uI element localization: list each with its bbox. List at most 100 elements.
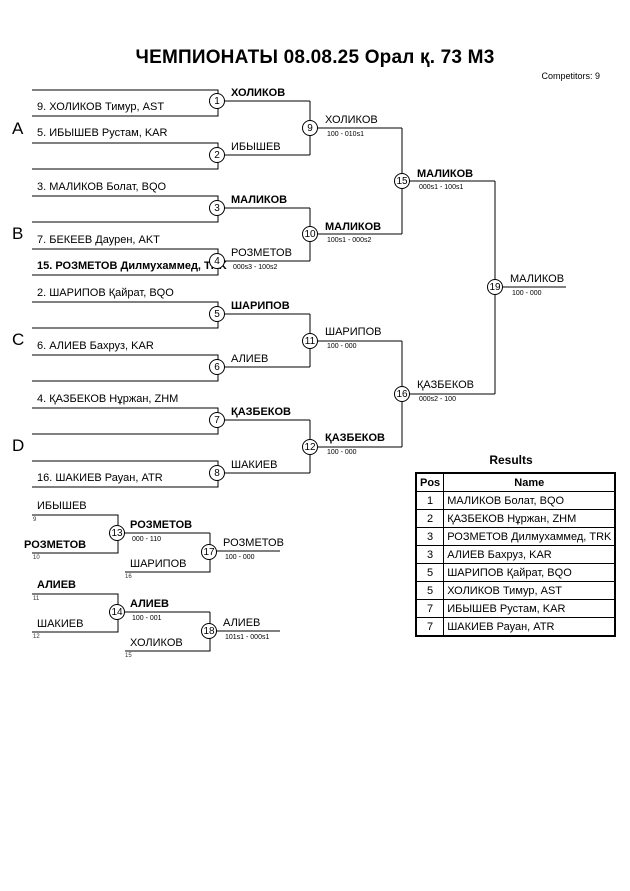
winner-match-2: ИБЫШЕВ — [231, 141, 281, 153]
entrant-sharipov: 2. ШАРИПОВ Қайрат, BQO — [37, 287, 174, 299]
result-name: РОЗМЕТОВ Дилмухаммед, TRK — [443, 527, 616, 546]
score-match-11: 100 - 000 — [327, 343, 357, 350]
repechage-b-third: ХОЛИКОВ — [130, 637, 183, 649]
winner-match-10: МАЛИКОВ — [325, 221, 382, 233]
result-name: МАЛИКОВ Болат, BQO — [443, 491, 616, 510]
match-number-8: 8 — [209, 465, 225, 481]
match-number-13: 13 — [109, 525, 125, 541]
pool-label-b: B — [12, 224, 24, 243]
winner-match-5: ШАРИПОВ — [231, 300, 290, 312]
match-number-16: 16 — [394, 386, 410, 402]
match-number-9: 9 — [302, 120, 318, 136]
winner-match-17: РОЗМЕТОВ — [223, 537, 284, 549]
match-number-17: 17 — [201, 544, 217, 560]
result-name: ХОЛИКОВ Тимур, AST — [443, 581, 616, 600]
winner-match-14: АЛИЕВ — [130, 598, 169, 610]
repechage-b-bottom: ШАКИЕВ — [37, 618, 84, 630]
result-pos: 7 — [415, 617, 445, 637]
match-number-6: 6 — [209, 359, 225, 375]
repechage-a-top-seed: 9 — [33, 517, 37, 523]
result-name: АЛИЕВ Бахруз, KAR — [443, 545, 616, 564]
winner-match-4: РОЗМЕТОВ — [231, 247, 292, 259]
score-match-14: 100 - 001 — [132, 615, 162, 622]
match-number-5: 5 — [209, 306, 225, 322]
result-pos: 5 — [415, 581, 445, 600]
winner-match-3: МАЛИКОВ — [231, 194, 288, 206]
winner-match-8: ШАКИЕВ — [231, 459, 278, 471]
result-pos: 3 — [415, 527, 445, 546]
score-match-13: 000 - 110 — [132, 536, 162, 543]
entrant-ibyshev: 5. ИБЫШЕВ Рустам, KAR — [37, 127, 168, 139]
pool-label-d: D — [12, 436, 25, 455]
winner-match-9: ХОЛИКОВ — [325, 114, 378, 126]
match-number-4: 4 — [209, 253, 225, 269]
match-number-2: 2 — [209, 147, 225, 163]
result-pos: 3 — [415, 545, 445, 564]
entrant-aliev: 6. АЛИЕВ Бахруз, KAR — [37, 340, 154, 352]
winner-match-18: АЛИЕВ — [223, 617, 261, 629]
result-pos: 2 — [415, 509, 445, 528]
result-name: ШАРИПОВ Қайрат, BQO — [443, 563, 616, 582]
winner-final: МАЛИКОВ — [510, 273, 565, 285]
repechage-a-third-seed: 16 — [125, 574, 132, 580]
results-header-pos: Pos — [415, 472, 445, 492]
entrant-bekeev: 7. БЕКЕЕВ Даурен, AKT — [37, 234, 160, 246]
repechage-a-top: ИБЫШЕВ — [37, 500, 87, 512]
page-title: ЧЕМПИОНАТЫ 08.08.25 Орал қ. 73 М3 — [135, 47, 495, 68]
winner-match-1: ХОЛИКОВ — [231, 87, 286, 99]
result-name: ҚАЗБЕКОВ Нұржан, ZHM — [443, 509, 616, 528]
repechage-b-third-seed: 15 — [125, 653, 132, 659]
match-number-18: 18 — [201, 623, 217, 639]
repechage-b-bottom-seed: 12 — [33, 634, 40, 640]
score-match-15: 000s1 - 100s1 — [419, 184, 464, 191]
score-match-4: 000s3 - 100s2 — [233, 264, 278, 271]
match-number-14: 14 — [109, 604, 125, 620]
match-number-11: 11 — [302, 333, 318, 349]
entrant-rozmetov: 15. РОЗМЕТОВ Дилмухаммед, TRK — [37, 260, 227, 272]
score-final: 100 - 000 — [512, 290, 542, 297]
results-title: Results — [489, 453, 533, 467]
score-match-12: 100 - 000 — [327, 449, 357, 456]
repechage-b-top: АЛИЕВ — [37, 579, 76, 591]
match-number-1: 1 — [209, 93, 225, 109]
result-name: ШАКИЕВ Рауан, ATR — [443, 617, 616, 637]
winner-match-12: ҚАЗБЕКОВ — [325, 432, 386, 444]
repechage-a-third: ШАРИПОВ — [130, 558, 187, 570]
winner-match-16: ҚАЗБЕКОВ — [417, 379, 474, 391]
results-header-name: Name — [443, 472, 616, 492]
result-name: ИБЫШЕВ Рустам, KAR — [443, 599, 616, 618]
winner-match-11: ШАРИПОВ — [325, 326, 382, 338]
winner-match-15: МАЛИКОВ — [417, 168, 474, 180]
match-number-3: 3 — [209, 200, 225, 216]
repechage-b-top-seed: 11 — [33, 596, 40, 602]
entrant-malikov: 3. МАЛИКОВ Болат, BQO — [37, 181, 167, 193]
winner-match-13: РОЗМЕТОВ — [130, 519, 193, 531]
score-match-9: 100 - 010s1 — [327, 131, 364, 138]
match-number-12: 12 — [302, 439, 318, 455]
result-pos: 5 — [415, 563, 445, 582]
result-pos: 7 — [415, 599, 445, 618]
pool-label-c: C — [12, 330, 25, 349]
winner-match-7: ҚАЗБЕКОВ — [231, 406, 292, 418]
repechage-a-bottom-seed: 10 — [33, 555, 40, 561]
result-pos: 1 — [415, 491, 445, 510]
score-match-10: 100s1 - 000s2 — [327, 237, 372, 244]
results-header-row: Pos Name — [415, 472, 616, 492]
match-number-19: 19 — [487, 279, 503, 295]
score-match-17: 100 - 000 — [225, 554, 255, 561]
competitors-count: Competitors: 9 — [541, 71, 600, 81]
match-number-7: 7 — [209, 412, 225, 428]
entrant-shakiev: 16. ШАКИЕВ Рауан, ATR — [37, 472, 163, 484]
winner-match-6: АЛИЕВ — [231, 353, 269, 365]
pool-label-a: A — [12, 119, 24, 138]
